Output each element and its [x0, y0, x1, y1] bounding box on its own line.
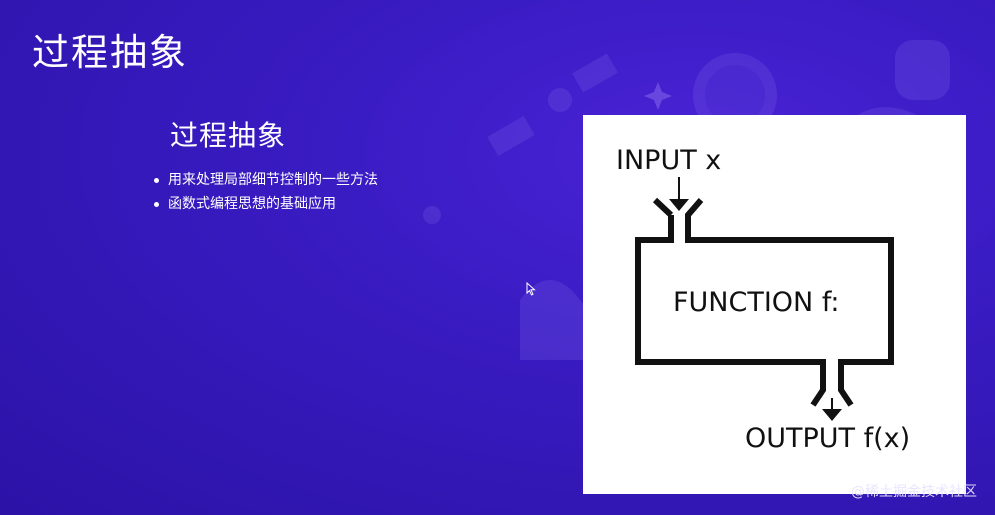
watermark: @稀土掘金技术社区 [851, 484, 977, 500]
bullet-dot-icon [154, 201, 159, 207]
input-arrow-head [669, 199, 689, 211]
function-box-outline [635, 198, 894, 407]
mouse-cursor-icon [526, 282, 536, 296]
output-label: OUTPUT f(x) [745, 423, 911, 454]
bullet-item: 用来处理局部细节控制的一些方法 [154, 168, 378, 192]
section-heading: 过程抽象 [170, 119, 287, 152]
slide-title: 过程抽象 [32, 31, 188, 74]
function-label: FUNCTION f: [673, 287, 840, 318]
input-funnel-left [652, 197, 674, 218]
function-diagram: INPUT x FUNCTION f: OUTPUT f(x) [583, 115, 966, 494]
bullet-list: 用来处理局部细节控制的一些方法 函数式编程思想的基础应用 [154, 168, 378, 216]
bullet-item: 函数式编程思想的基础应用 [154, 192, 378, 216]
input-label: INPUT x [616, 145, 722, 176]
output-arrow-head [822, 409, 842, 421]
function-box-drawing [635, 177, 894, 421]
bullet-text: 用来处理局部细节控制的一些方法 [168, 172, 378, 188]
bullet-dot-icon [154, 177, 159, 183]
bullet-text: 函数式编程思想的基础应用 [168, 196, 336, 212]
